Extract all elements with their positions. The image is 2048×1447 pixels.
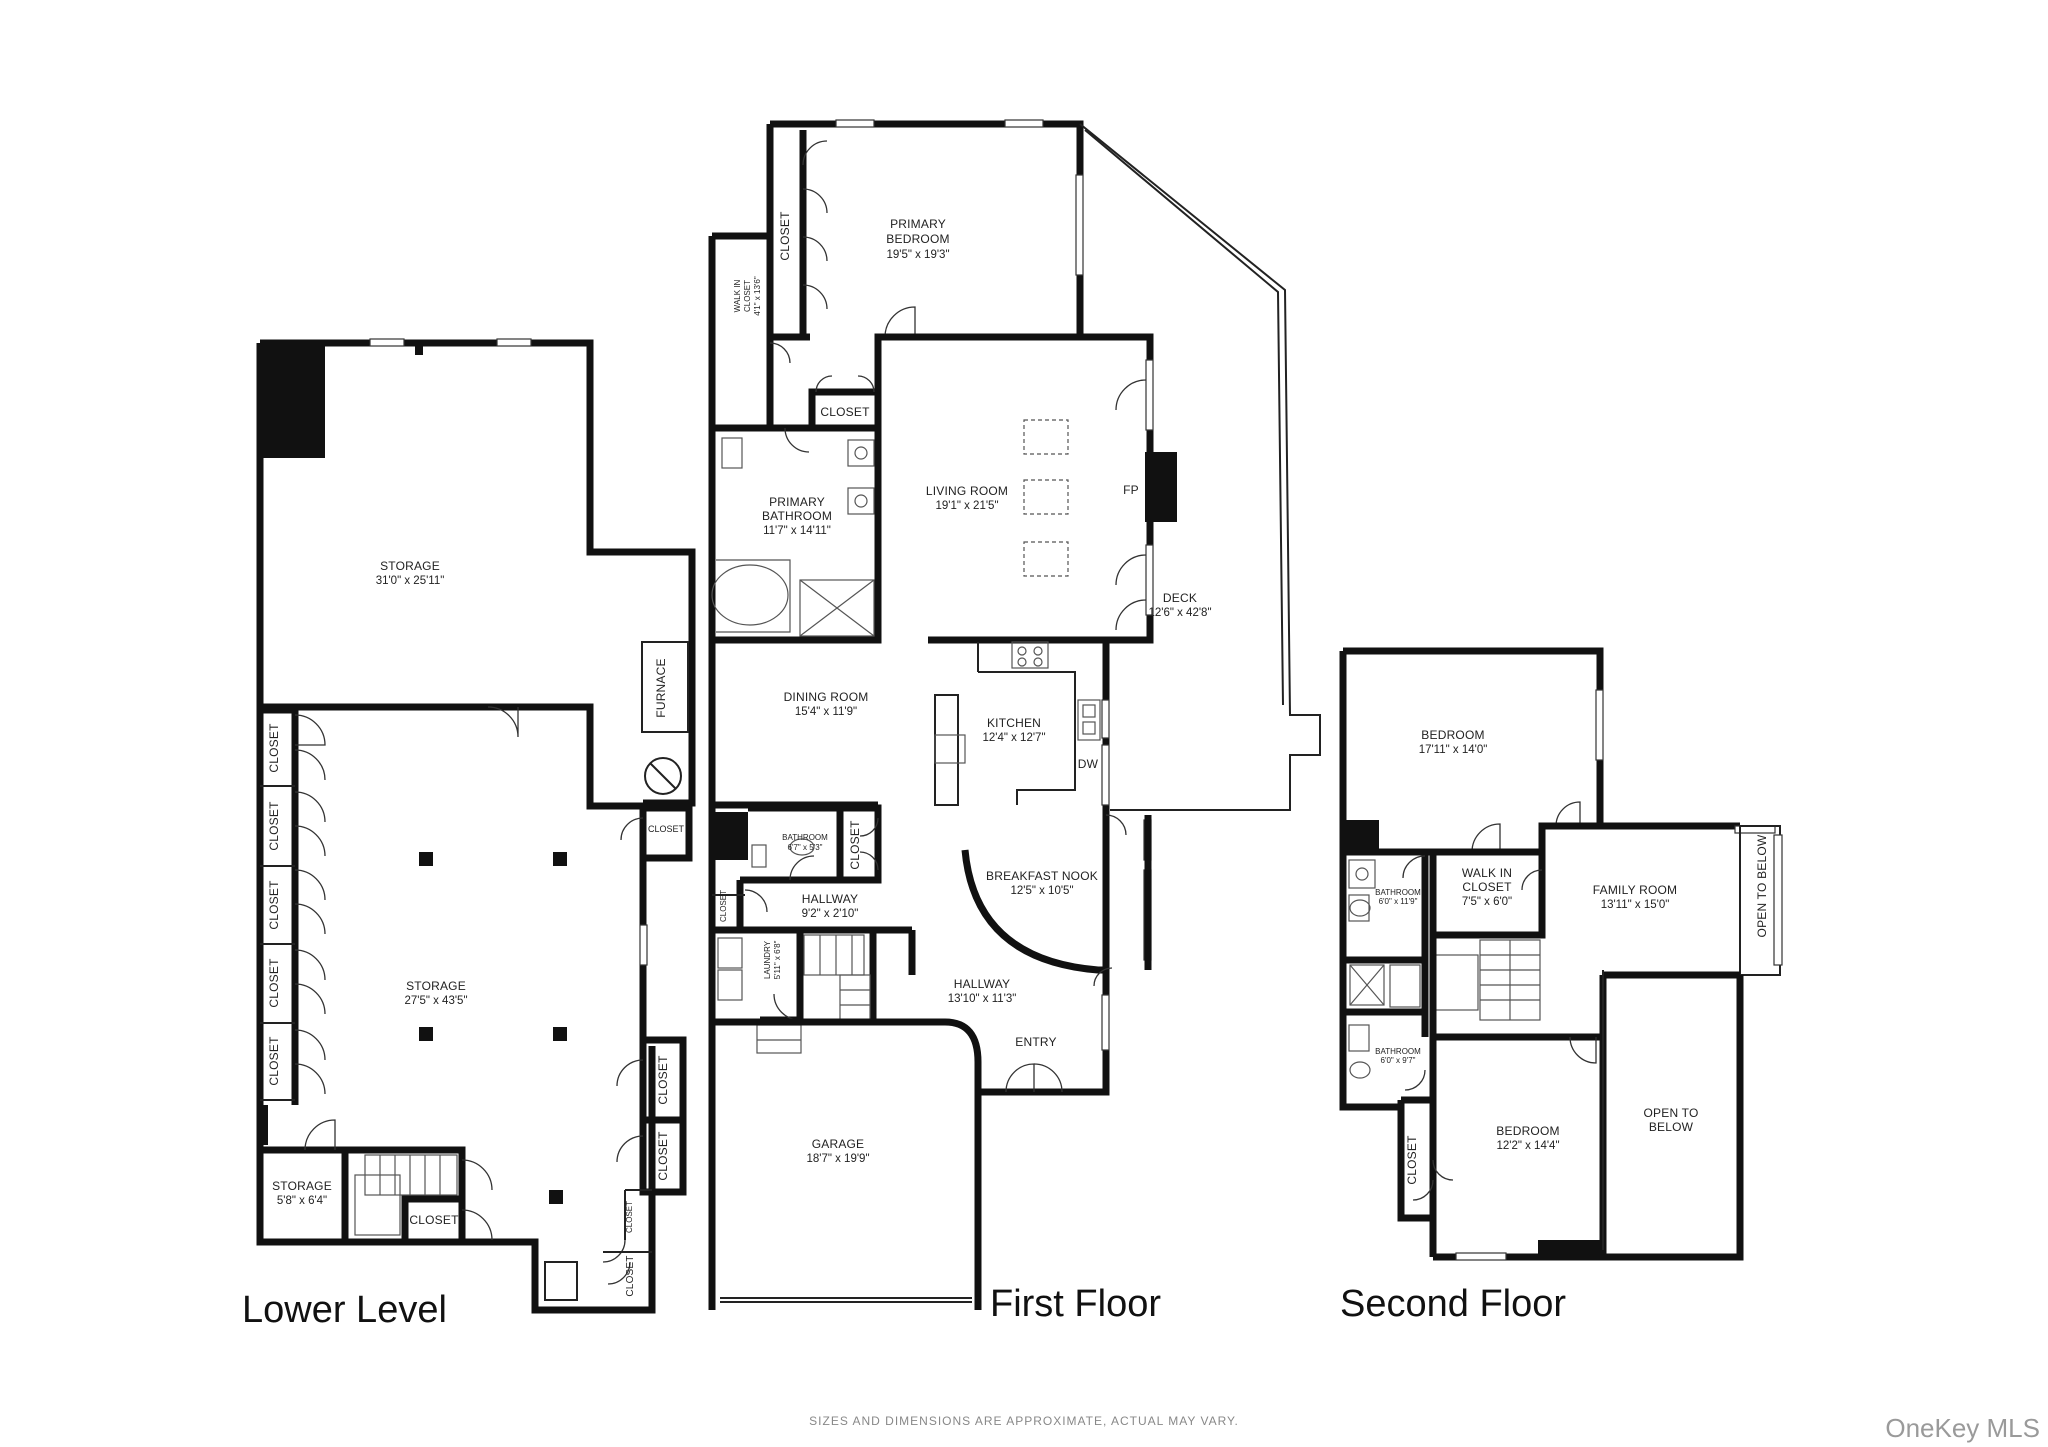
kitchen-name: KITCHEN bbox=[987, 716, 1041, 730]
second-stair bbox=[1432, 939, 1541, 1021]
garage-dims: 18'7" x 19'9" bbox=[806, 1153, 869, 1165]
brand-watermark: OneKey MLS bbox=[1885, 1413, 2040, 1443]
lower-level-plan bbox=[256, 338, 696, 1314]
primary-bedroom-dims: 19'5" x 19'3" bbox=[886, 249, 949, 261]
kitchen-dims: 12'4" x 12'7" bbox=[982, 732, 1045, 744]
lower-closet-6: CLOSET bbox=[648, 824, 685, 834]
second-floor-title: Second Floor bbox=[1340, 1283, 1566, 1325]
chimney-block bbox=[260, 343, 325, 458]
living-room-dims: 19'1" x 21'5" bbox=[935, 500, 998, 512]
walk-in-name-1: WALK IN bbox=[733, 279, 742, 312]
breakfast-nook-name: BREAKFAST NOOK bbox=[986, 869, 1098, 883]
lower-closet-11: CLOSET bbox=[409, 1213, 459, 1227]
lower-closet-4: CLOSET bbox=[267, 958, 281, 1008]
bathroom-1-name: BATHROOM bbox=[1375, 888, 1421, 897]
lower-closet-3: CLOSET bbox=[267, 880, 281, 930]
garage-name: GARAGE bbox=[812, 1137, 865, 1151]
lower-closet-1: CLOSET bbox=[267, 723, 281, 773]
first-floor-title: First Floor bbox=[990, 1283, 1161, 1325]
dishwasher-label: DW bbox=[1078, 757, 1099, 771]
primary-bedroom-name-2: BEDROOM bbox=[886, 232, 949, 246]
first-hall-closet: CLOSET bbox=[719, 890, 728, 922]
lower-storage-top-name: STORAGE bbox=[380, 559, 440, 573]
lower-stair bbox=[354, 1154, 458, 1236]
laundry-dims: 5'11" x 6'8" bbox=[773, 940, 782, 979]
hallway-small-name: HALLWAY bbox=[802, 892, 859, 906]
disclaimer: SIZES AND DIMENSIONS ARE APPROXIMATE, AC… bbox=[809, 1414, 1239, 1428]
hallway-dims: 13'10" x 11'3" bbox=[948, 993, 1017, 1005]
second-closet: CLOSET bbox=[1405, 1135, 1419, 1185]
laundry-name: LAUNDRY bbox=[763, 940, 772, 979]
first-bath-closet: CLOSET bbox=[820, 405, 870, 419]
open-to-below-1: OPEN TO bbox=[1644, 1106, 1699, 1120]
dining-room-dims: 15'4" x 11'9" bbox=[795, 706, 857, 718]
first-floor-plan bbox=[708, 119, 1321, 1310]
family-room-dims: 13'11" x 15'0" bbox=[1601, 899, 1670, 911]
open-to-below-side: OPEN TO BELOW bbox=[1755, 834, 1769, 937]
lower-level-title: Lower Level bbox=[242, 1289, 447, 1331]
second-floor-plan bbox=[1339, 647, 1783, 1261]
furnace bbox=[641, 641, 689, 733]
open-to-below-2: BELOW bbox=[1649, 1120, 1694, 1134]
hallway-name: HALLWAY bbox=[954, 977, 1011, 991]
lower-closet-10: CLOSET bbox=[625, 1255, 636, 1296]
bathroom-2-dims: 6'0" x 9'7" bbox=[1381, 1056, 1416, 1065]
deck-dims: 12'6" x 42'8" bbox=[1148, 607, 1211, 619]
lower-storage-small-name: STORAGE bbox=[272, 1179, 332, 1193]
lower-closet-7: CLOSET bbox=[656, 1055, 670, 1105]
furnace-label: FURNACE bbox=[654, 658, 668, 717]
walk-in-dims: 4'1" x 13'6" bbox=[753, 276, 762, 316]
lower-closet-2: CLOSET bbox=[267, 801, 281, 851]
dining-room-name: DINING ROOM bbox=[784, 690, 869, 704]
bathroom-1-dims: 6'0" x 11'9" bbox=[1379, 897, 1418, 906]
hallway-small-dims: 9'2" x 2'10" bbox=[802, 908, 859, 920]
primary-bedroom-name-1: PRIMARY bbox=[890, 217, 946, 231]
first-bathroom-dims: 6'7" x 5'3" bbox=[788, 843, 823, 852]
primary-bath-dims: 11'7" x 14'11" bbox=[763, 525, 831, 537]
breakfast-nook-dims: 12'5" x 10'5" bbox=[1010, 885, 1073, 897]
primary-bath-name-1: PRIMARY bbox=[769, 495, 825, 509]
lower-left-closets bbox=[260, 706, 326, 1105]
bedroom-1-name: BEDROOM bbox=[1421, 728, 1484, 742]
bedroom-1-dims: 17'11" x 14'0" bbox=[1419, 744, 1488, 756]
living-room-name: LIVING ROOM bbox=[926, 484, 1008, 498]
second-walk-in-dims: 7'5" x 6'0" bbox=[1462, 896, 1512, 908]
bedroom-2-dims: 12'2" x 14'4" bbox=[1496, 1140, 1559, 1152]
first-bedroom-closet: CLOSET bbox=[778, 211, 792, 261]
primary-bath-name-2: BATHROOM bbox=[762, 509, 832, 523]
fireplace bbox=[1145, 452, 1177, 522]
first-bath-side-closet: CLOSET bbox=[848, 820, 862, 870]
lower-storage-top-dims: 31'0" x 25'11" bbox=[376, 575, 445, 587]
family-room-name: FAMILY ROOM bbox=[1593, 883, 1677, 897]
entry-label: ENTRY bbox=[1015, 1035, 1056, 1049]
lower-closet-9: CLOSET bbox=[625, 1201, 634, 1233]
lower-storage-main-name: STORAGE bbox=[406, 979, 466, 993]
lower-closet-8: CLOSET bbox=[656, 1131, 670, 1181]
bedroom-2-name: BEDROOM bbox=[1496, 1124, 1559, 1138]
fireplace-label: FP bbox=[1123, 483, 1139, 497]
walk-in-name-2: CLOSET bbox=[743, 280, 752, 312]
second-walk-in-name-1: WALK IN bbox=[1462, 866, 1512, 880]
first-bathroom-name: BATHROOM bbox=[782, 833, 828, 842]
lower-closet-5: CLOSET bbox=[267, 1036, 281, 1086]
deck-name: DECK bbox=[1163, 591, 1197, 605]
bathroom-2-name: BATHROOM bbox=[1375, 1047, 1421, 1056]
lower-storage-main-dims: 27'5" x 43'5" bbox=[404, 995, 467, 1007]
second-walk-in-name-2: CLOSET bbox=[1462, 880, 1512, 894]
lower-storage-small-dims: 5'8" x 6'4" bbox=[277, 1195, 327, 1207]
